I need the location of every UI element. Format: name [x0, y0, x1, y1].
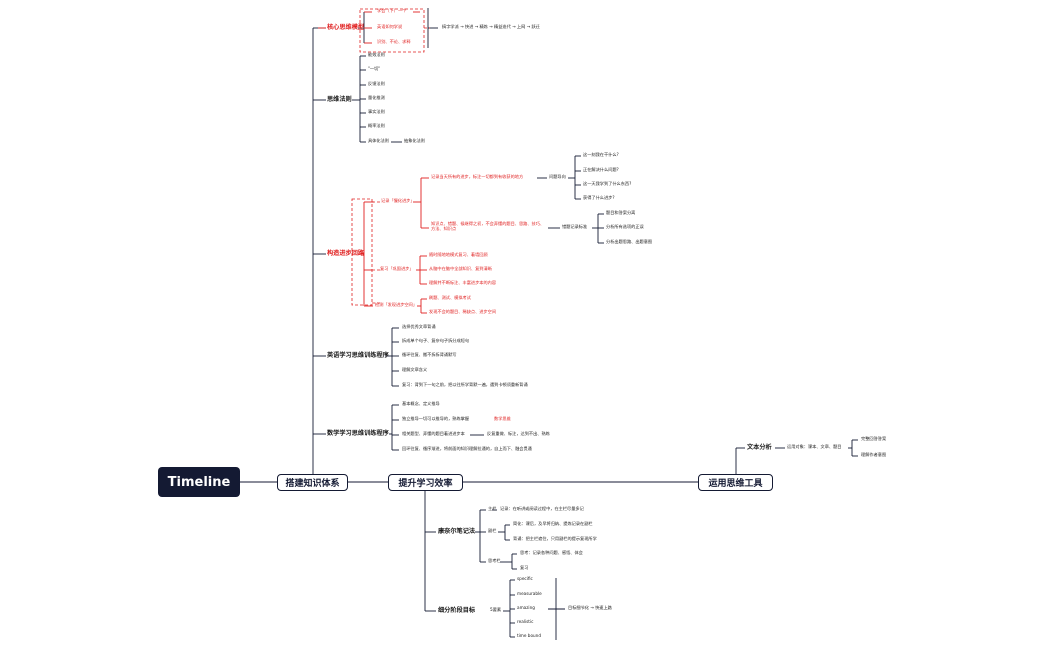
question-item[interactable]: 获得了什么进步? [583, 195, 615, 200]
wrong-record-item[interactable]: 分析出题思路、出题意图 [606, 239, 653, 244]
cornell-title[interactable]: 康奈尔笔记法 [438, 528, 476, 535]
core-models-title[interactable]: 核心思维模型 [327, 24, 365, 31]
thinking-law-item[interactable]: 反馈法则 [368, 81, 385, 86]
question-item[interactable]: 这一刻我在干什么? [583, 152, 619, 157]
math-program-title[interactable]: 数学学习思维训练程序 [327, 430, 389, 437]
core-model-note[interactable]: 搞字学派 → 快进 → 精炼 → 精益迭代 → 上网 → 跃迁 [442, 24, 540, 29]
loop-record-detail[interactable]: 记录当天所有的进步，标注一切都到有收获的地方 [431, 174, 524, 179]
text-analysis-item[interactable]: 理解作者意图 [861, 452, 887, 457]
topic-knowledge-system[interactable]: 搭建知识体系 [277, 474, 348, 491]
smart-item[interactable]: time bound [517, 633, 541, 638]
english-step[interactable]: 循环往复、搬不拆拆背诵默写 [402, 352, 457, 357]
loop-check[interactable]: 检测「发现进步空间」 [375, 302, 417, 307]
thinking-law-item[interactable]: 事实法则 [368, 109, 385, 114]
text-analysis-item[interactable]: 完整回答答案 [861, 436, 887, 441]
stage-goals-note[interactable]: 目标细节化 → 快速上路 [568, 605, 612, 610]
math-repeat[interactable]: 反复重做、标注，达到不出、熟练 [487, 431, 550, 436]
loop-review[interactable]: 复习「巩固进步」 [380, 266, 414, 271]
smart-item[interactable]: amazing [517, 605, 535, 610]
cornell-think-col[interactable]: 思考栏 [488, 558, 501, 563]
english-step[interactable]: 选择优秀文章背诵 [402, 324, 436, 329]
math-method[interactable]: 数学思维 [494, 416, 511, 421]
stage-goals-title[interactable]: 细分阶段目标 [438, 607, 476, 614]
core-model-item[interactable]: 学会（下）一个 [377, 8, 407, 13]
cornell-side-item[interactable]: 背诵：把主栏遮住，只用副栏的提示复现所学 [513, 536, 597, 541]
core-model-item[interactable]: 英语如何学说 [377, 24, 403, 29]
math-step[interactable]: 基本概念、定义推导 [402, 401, 440, 406]
english-step[interactable]: 复习：背到下一句之前，把以往所学背默一遍，遇到卡顿须重新背诵 [402, 382, 528, 387]
text-analysis-title[interactable]: 文本分析 [747, 444, 772, 451]
check-item[interactable]: 发现不会的题目、稀缺点、进步空间 [429, 309, 497, 314]
thinking-law-item[interactable]: 量化推测 [368, 95, 385, 100]
loop-record-detail[interactable]: 知识点、错题、候继得之初，不会弄懂的题目、思路、技巧、方法、知识点 [431, 221, 545, 231]
thinking-law-item[interactable]: 能效法则 [368, 52, 385, 57]
cornell-think-item[interactable]: 思考：记录各种问题、感悟、体会 [520, 550, 583, 555]
cornell-think-item[interactable]: 复习 [520, 565, 529, 570]
cornell-side-item[interactable]: 简化：课后，及早将归纳、提炼记录在副栏 [513, 521, 593, 526]
progress-loop-title[interactable]: 构造进步回路 [327, 250, 365, 257]
thinking-laws-title[interactable]: 思维法则 [327, 96, 352, 103]
review-item[interactable]: 从脑中在脑中全部知识、复到清晰 [429, 266, 492, 271]
english-program-title[interactable]: 英语学习思维训练程序 [327, 352, 389, 359]
root-topic[interactable]: Timeline [158, 467, 240, 497]
topic-thinking-tools[interactable]: 运用思维工具 [698, 474, 773, 491]
math-step[interactable]: 相关题型、弄懂的题目着进进步本 [402, 431, 465, 436]
english-step[interactable]: 拆成单个句子、复杂句子拆分成短句 [402, 338, 470, 343]
english-step[interactable]: 理解文章含义 [402, 367, 428, 372]
wrong-record-standard[interactable]: 错题记录标准 [562, 224, 588, 229]
cornell-side-col[interactable]: 副栏 [488, 528, 497, 533]
check-item[interactable]: 刷题、测试、模拟考试 [429, 295, 471, 300]
review-item[interactable]: 理解并不断标注、丰富进步本的内容 [429, 280, 497, 285]
smart-item[interactable]: specific [517, 576, 533, 581]
text-analysis-target[interactable]: 运用对象：课本、文章、题目 [787, 444, 842, 449]
smart-elements[interactable]: 5要素 [490, 607, 502, 612]
question-oriented[interactable]: 问题导向 [549, 174, 566, 179]
wrong-record-item[interactable]: 分析所有选项的正误 [606, 224, 644, 229]
wrong-record-item[interactable]: 题目和答案分离 [606, 210, 636, 215]
math-step[interactable]: 独立推导一切可以推导的，熟练掌握 [402, 416, 470, 421]
topic-learning-efficiency[interactable]: 提升学习效率 [388, 474, 463, 491]
thinking-law-item[interactable]: 具体化法则 [368, 138, 389, 143]
question-item[interactable]: 这一天我学到了什么东西? [583, 181, 632, 186]
abstract-law[interactable]: 抽象化法则 [404, 138, 425, 143]
question-item[interactable]: 正在解决什么问题? [583, 167, 619, 172]
cornell-main-col[interactable]: 主栏 [488, 506, 497, 511]
smart-item[interactable]: realistic [517, 619, 534, 624]
core-model-item[interactable]: 识别、不论、求释 [377, 39, 411, 44]
thinking-law-item[interactable]: "一切" [368, 66, 381, 71]
smart-item[interactable]: measurable [517, 591, 542, 596]
thinking-law-item[interactable]: 概率法则 [368, 123, 385, 128]
review-item[interactable]: 随时随地地模式复习、着墙回顾 [429, 252, 488, 257]
math-step[interactable]: 回环往复、循序渐进，将前面的知识理解拉通的，自上而下、融会贯通 [402, 446, 532, 451]
cornell-main-desc[interactable]: 记录：在听讲或阅读过程中，在主栏尽量多记 [500, 506, 584, 511]
loop-record[interactable]: 记录「慢化进步」 [381, 198, 415, 203]
